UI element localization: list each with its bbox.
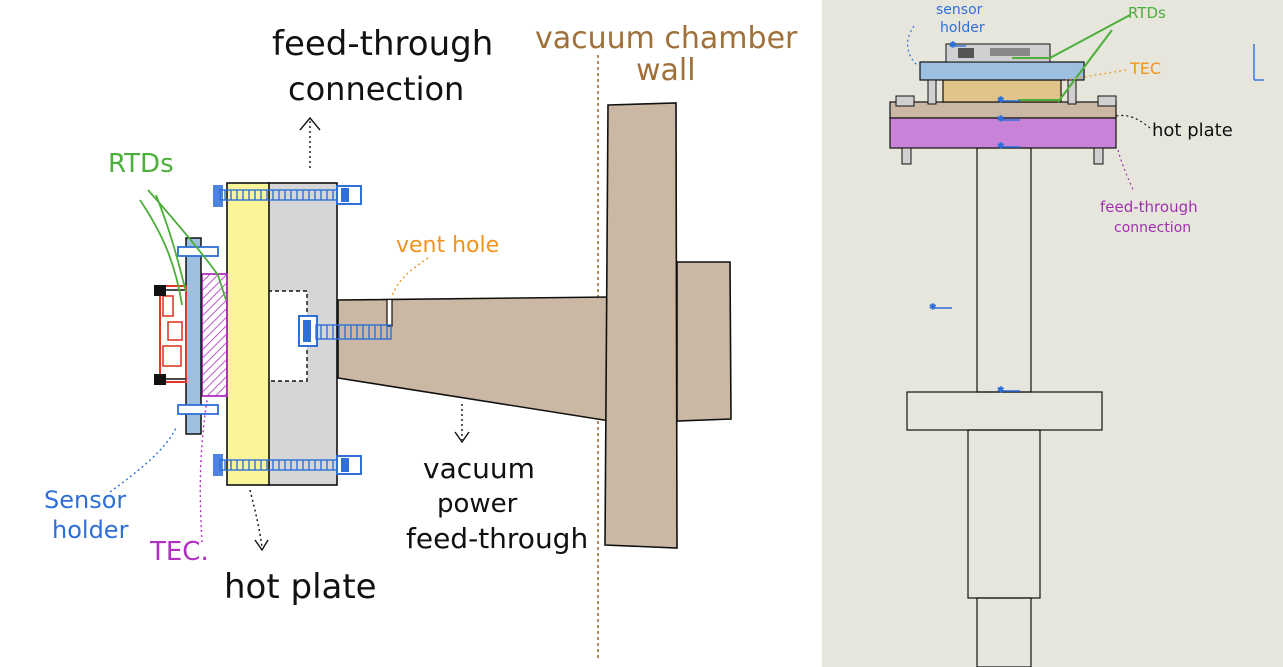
svg-text:*: * [998, 114, 1004, 127]
cad-holder-leg-left [927, 79, 937, 105]
pcb-sensor [154, 285, 187, 385]
hot-plate-block [226, 182, 270, 486]
cad-sensor-holder [919, 61, 1085, 81]
left-sketch: feed-through connection vacuum chamber w… [44, 21, 798, 660]
rtd-wires [139, 189, 227, 306]
cad-label-feed-through-2: connection [1114, 220, 1191, 236]
label-rtds: RTDs [108, 149, 174, 179]
cad-bolt-left [895, 95, 915, 107]
cad-arrow-tec [1065, 69, 1127, 81]
cad-bolt-right [1097, 95, 1117, 107]
vent-hole [386, 300, 393, 327]
label-vacuum-chamber-2: wall [636, 53, 696, 88]
cad-chip [990, 48, 1030, 56]
cad-hot-plate-leg-right [1093, 147, 1104, 165]
top-screw [213, 185, 362, 207]
arrow-sensor-holder [109, 427, 177, 493]
cad-label-rtds: RTDs [1128, 4, 1166, 22]
svg-text:*: * [950, 40, 956, 53]
label-tec: TEC. [149, 537, 209, 567]
label-sensor-holder-2: holder [52, 516, 129, 544]
label-sensor-holder-1: Sensor [44, 486, 126, 514]
cad-hot-plate [889, 117, 1117, 149]
arrow-vent-hole [391, 257, 429, 297]
cad-chip [958, 48, 974, 58]
label-vent-hole: vent hole [396, 233, 499, 258]
middle-screw [298, 315, 392, 347]
cad-label-sensor-holder-2: holder [940, 20, 985, 36]
cad-label-feed-through-1: feed-through [1100, 198, 1198, 216]
cad-label-sensor-holder-1: sensor [936, 2, 983, 18]
label-feed-through-2: connection [288, 70, 464, 108]
arrow-hot-plate-down [249, 489, 263, 549]
dotted-arrows [249, 116, 470, 552]
label-hot-plate: hot plate [224, 567, 377, 607]
label-vacuum-power-3: feed-through [406, 522, 588, 555]
cad-arrow-sensor-holder [907, 25, 919, 67]
svg-text:*: * [998, 385, 1004, 398]
svg-text:*: * [930, 302, 936, 315]
label-feed-through-1: feed-through [272, 24, 493, 64]
cad-arrow-feed-through [1117, 149, 1135, 193]
feedthrough-flange [604, 102, 678, 549]
holder-screws [177, 246, 219, 415]
cad-markers: * * * * * * [929, 39, 1264, 399]
feedthrough-stub [676, 261, 732, 422]
cad-label-tec: TEC [1129, 59, 1161, 78]
label-vacuum-power-2: power [437, 489, 518, 519]
svg-text:*: * [998, 95, 1004, 108]
label-vacuum-chamber-1: vacuum chamber [535, 21, 798, 56]
tec-layer [201, 273, 228, 397]
cad-holder-leg-right [1067, 79, 1077, 105]
right-cad-view: * * * * * * sensor holder RTDs TEC hot p… [822, 0, 1283, 667]
cad-arrow-hot-plate [1115, 114, 1151, 129]
cad-label-hot-plate: hot plate [1152, 120, 1233, 141]
label-vacuum-power-1: vacuum [423, 452, 535, 485]
bottom-screw [213, 454, 362, 476]
svg-text:*: * [998, 141, 1004, 154]
cad-hot-plate-leg-left [901, 147, 912, 165]
cad-rtd-wires [1012, 14, 1131, 103]
cad-stem-bottom [976, 597, 1032, 667]
feedthrough-shaft [337, 296, 611, 422]
